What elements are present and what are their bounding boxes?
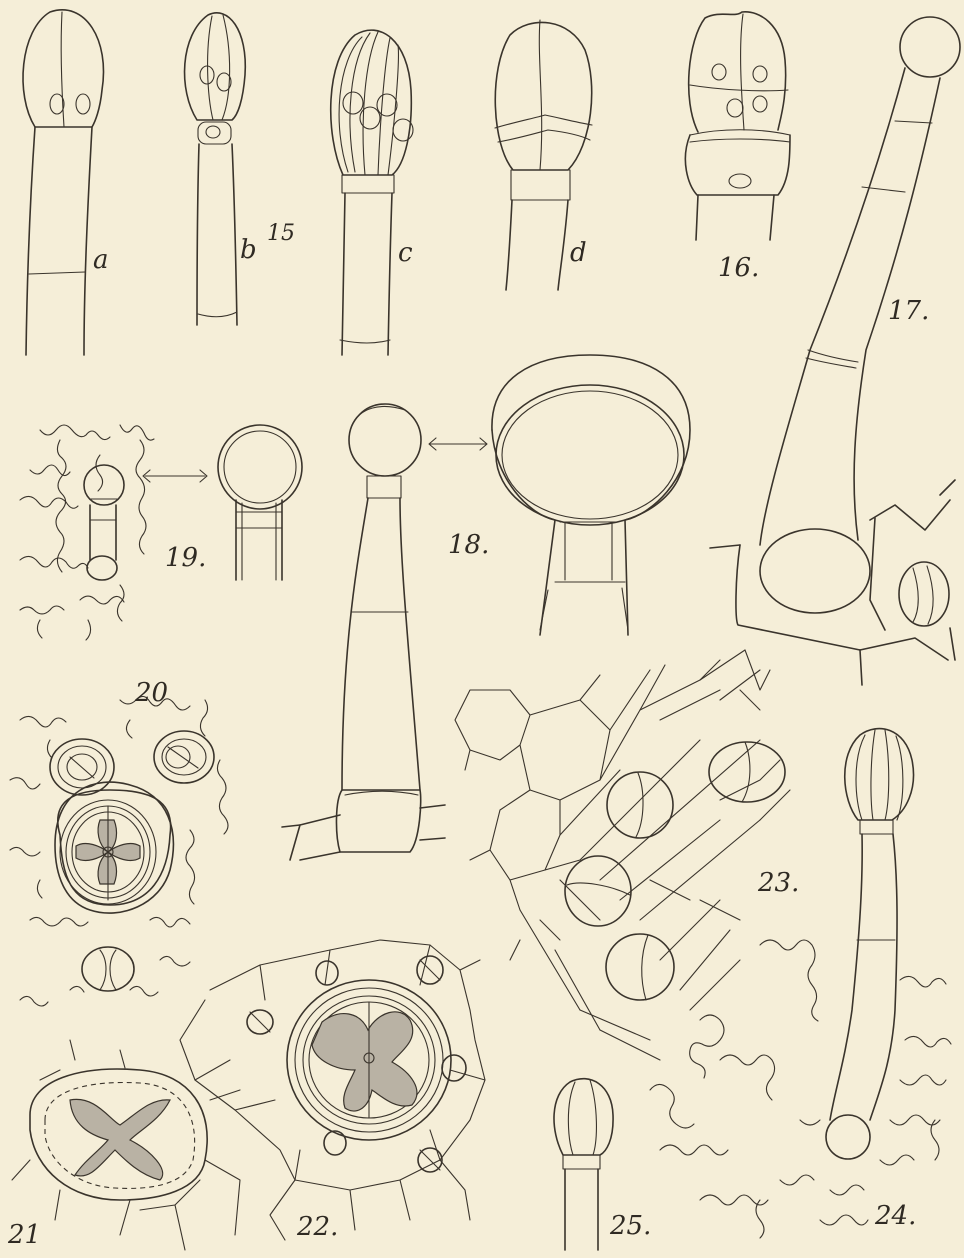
- fig-20-stomata: [10, 696, 228, 1006]
- label-15d: d: [570, 240, 587, 266]
- fig-23-epidermis: [455, 650, 790, 1060]
- label-22: 22.: [297, 1214, 338, 1240]
- label-25: 25.: [610, 1213, 651, 1239]
- label-15c: c: [398, 240, 413, 266]
- fig-22-stoma: [180, 940, 485, 1240]
- fig-21-stoma: [12, 1040, 240, 1250]
- label-20: 20: [135, 680, 168, 706]
- label-21: 21: [8, 1222, 41, 1248]
- fig-25-hair: [554, 1079, 613, 1250]
- fig-16-hair: [685, 12, 790, 240]
- label-15: 15: [267, 223, 295, 245]
- fig-17-hair: [710, 17, 960, 685]
- fig-15a-hair: [23, 10, 103, 355]
- label-18: 18.: [448, 532, 489, 558]
- fig-15b-hair: [185, 13, 246, 325]
- label-15b: b: [240, 237, 257, 263]
- label-15a: a: [93, 247, 109, 273]
- label-23: 23.: [758, 870, 799, 896]
- fig-24-hair: [650, 729, 951, 1238]
- label-17: 17.: [888, 298, 929, 324]
- fig-18-hair: [282, 355, 690, 860]
- label-16: 16.: [718, 255, 759, 281]
- fig-15c-hair: [331, 30, 413, 355]
- label-19: 19.: [165, 545, 206, 571]
- label-24: 24.: [875, 1203, 916, 1229]
- fig-19-epidermis: [20, 425, 302, 640]
